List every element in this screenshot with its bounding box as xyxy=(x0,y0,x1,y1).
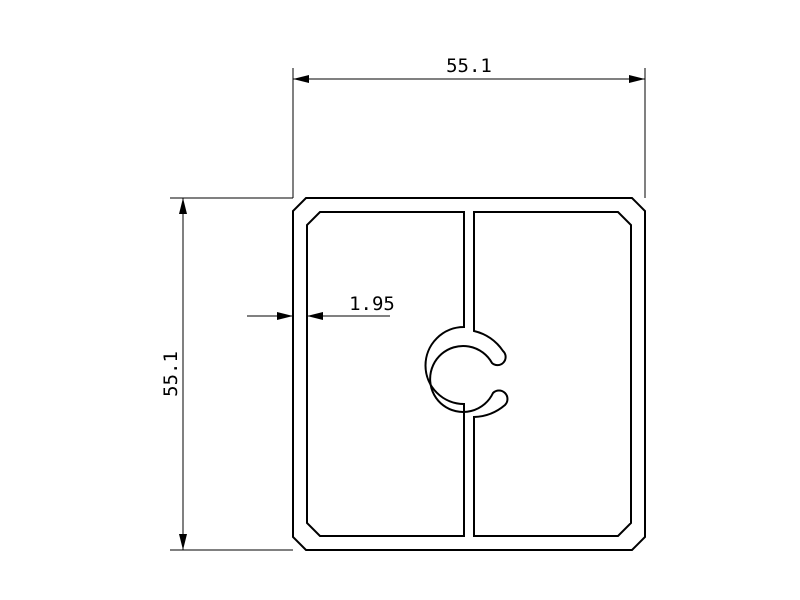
aluminum-profile xyxy=(292,197,646,551)
height-dimension-label: 55.1 xyxy=(160,351,182,397)
dimension-lines xyxy=(170,68,646,551)
profile-left-cavity xyxy=(306,211,465,537)
profile-outer-outline xyxy=(292,197,646,551)
width-dimension-label: 55.1 xyxy=(446,55,492,77)
thickness-dimension-label: 1.95 xyxy=(349,293,395,315)
profile-right-cavity xyxy=(429,211,632,537)
